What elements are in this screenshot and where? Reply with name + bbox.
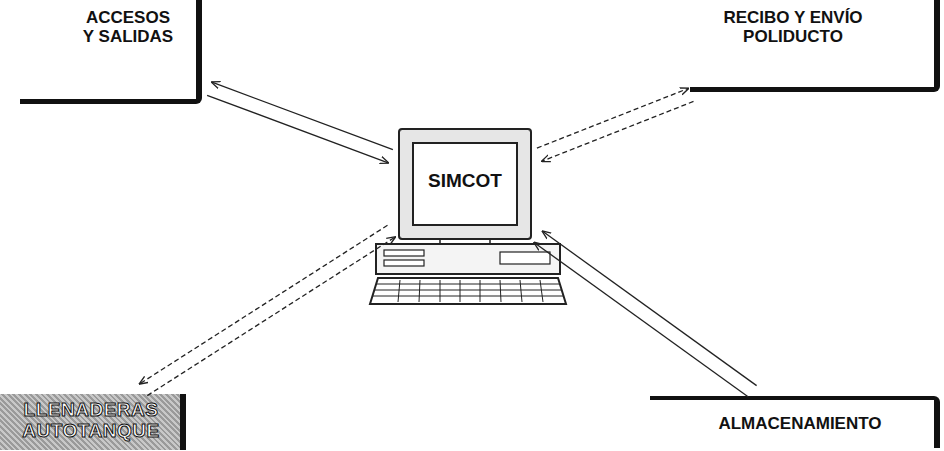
flow-arrow: [542, 101, 694, 161]
flow-arrow: [537, 88, 688, 148]
node-label: ALMACENAMIENTO: [700, 414, 900, 433]
process-box: LLENADERAS AUTOTANQUE: [0, 394, 186, 450]
system-unit: [376, 244, 560, 274]
flow-arrow: [534, 243, 748, 397]
node-label: ACCESOS Y SALIDAS: [80, 8, 176, 46]
flow-arrow: [212, 82, 393, 150]
flow-arrow: [207, 95, 388, 163]
flow-arrow: [147, 237, 395, 396]
node-label: RECIBO Y ENVÍO POLIDUCTO: [698, 8, 888, 46]
process-box: RECIBO Y ENVÍO POLIDUCTO: [690, 0, 940, 92]
drive-slot: [384, 260, 424, 266]
flow-arrow: [543, 231, 757, 385]
keyboard: [370, 278, 566, 304]
node-label: SIMCOT: [414, 170, 516, 191]
flow-arrow: [140, 225, 388, 383]
process-box: ALMACENAMIENTO: [650, 396, 940, 448]
keyboard-keys: [372, 280, 564, 302]
process-box: ACCESOS Y SALIDAS: [20, 0, 202, 104]
drive-bay: [500, 252, 550, 264]
node-label: LLENADERAS AUTOTANQUE: [4, 399, 178, 442]
computer-monitor: SIMCOT: [398, 128, 532, 240]
drive-slot: [384, 250, 424, 256]
